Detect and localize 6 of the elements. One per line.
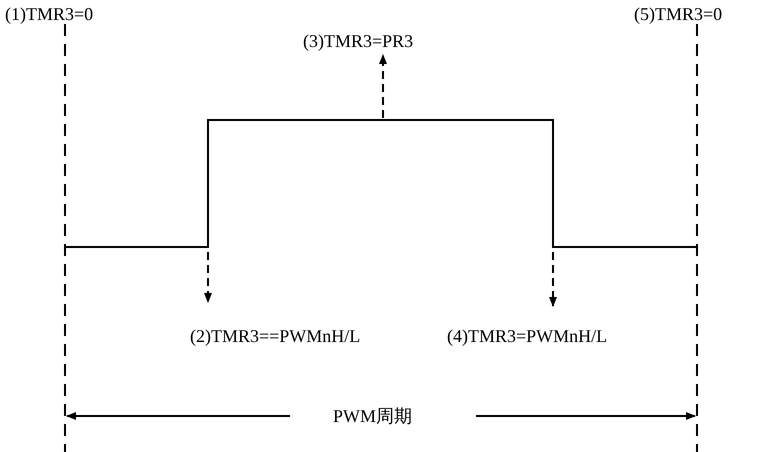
- event-label: (1)TMR3=0: [5, 4, 94, 24]
- dimension-label: PWM周期: [333, 406, 412, 426]
- event-label: (4)TMR3=PWMnH/L: [447, 326, 608, 346]
- event-label: (5)TMR3=0: [634, 4, 722, 24]
- event-label: (3)TMR3=PR3: [303, 31, 414, 51]
- event-label: (2)TMR3==PWMnH/L: [190, 326, 360, 346]
